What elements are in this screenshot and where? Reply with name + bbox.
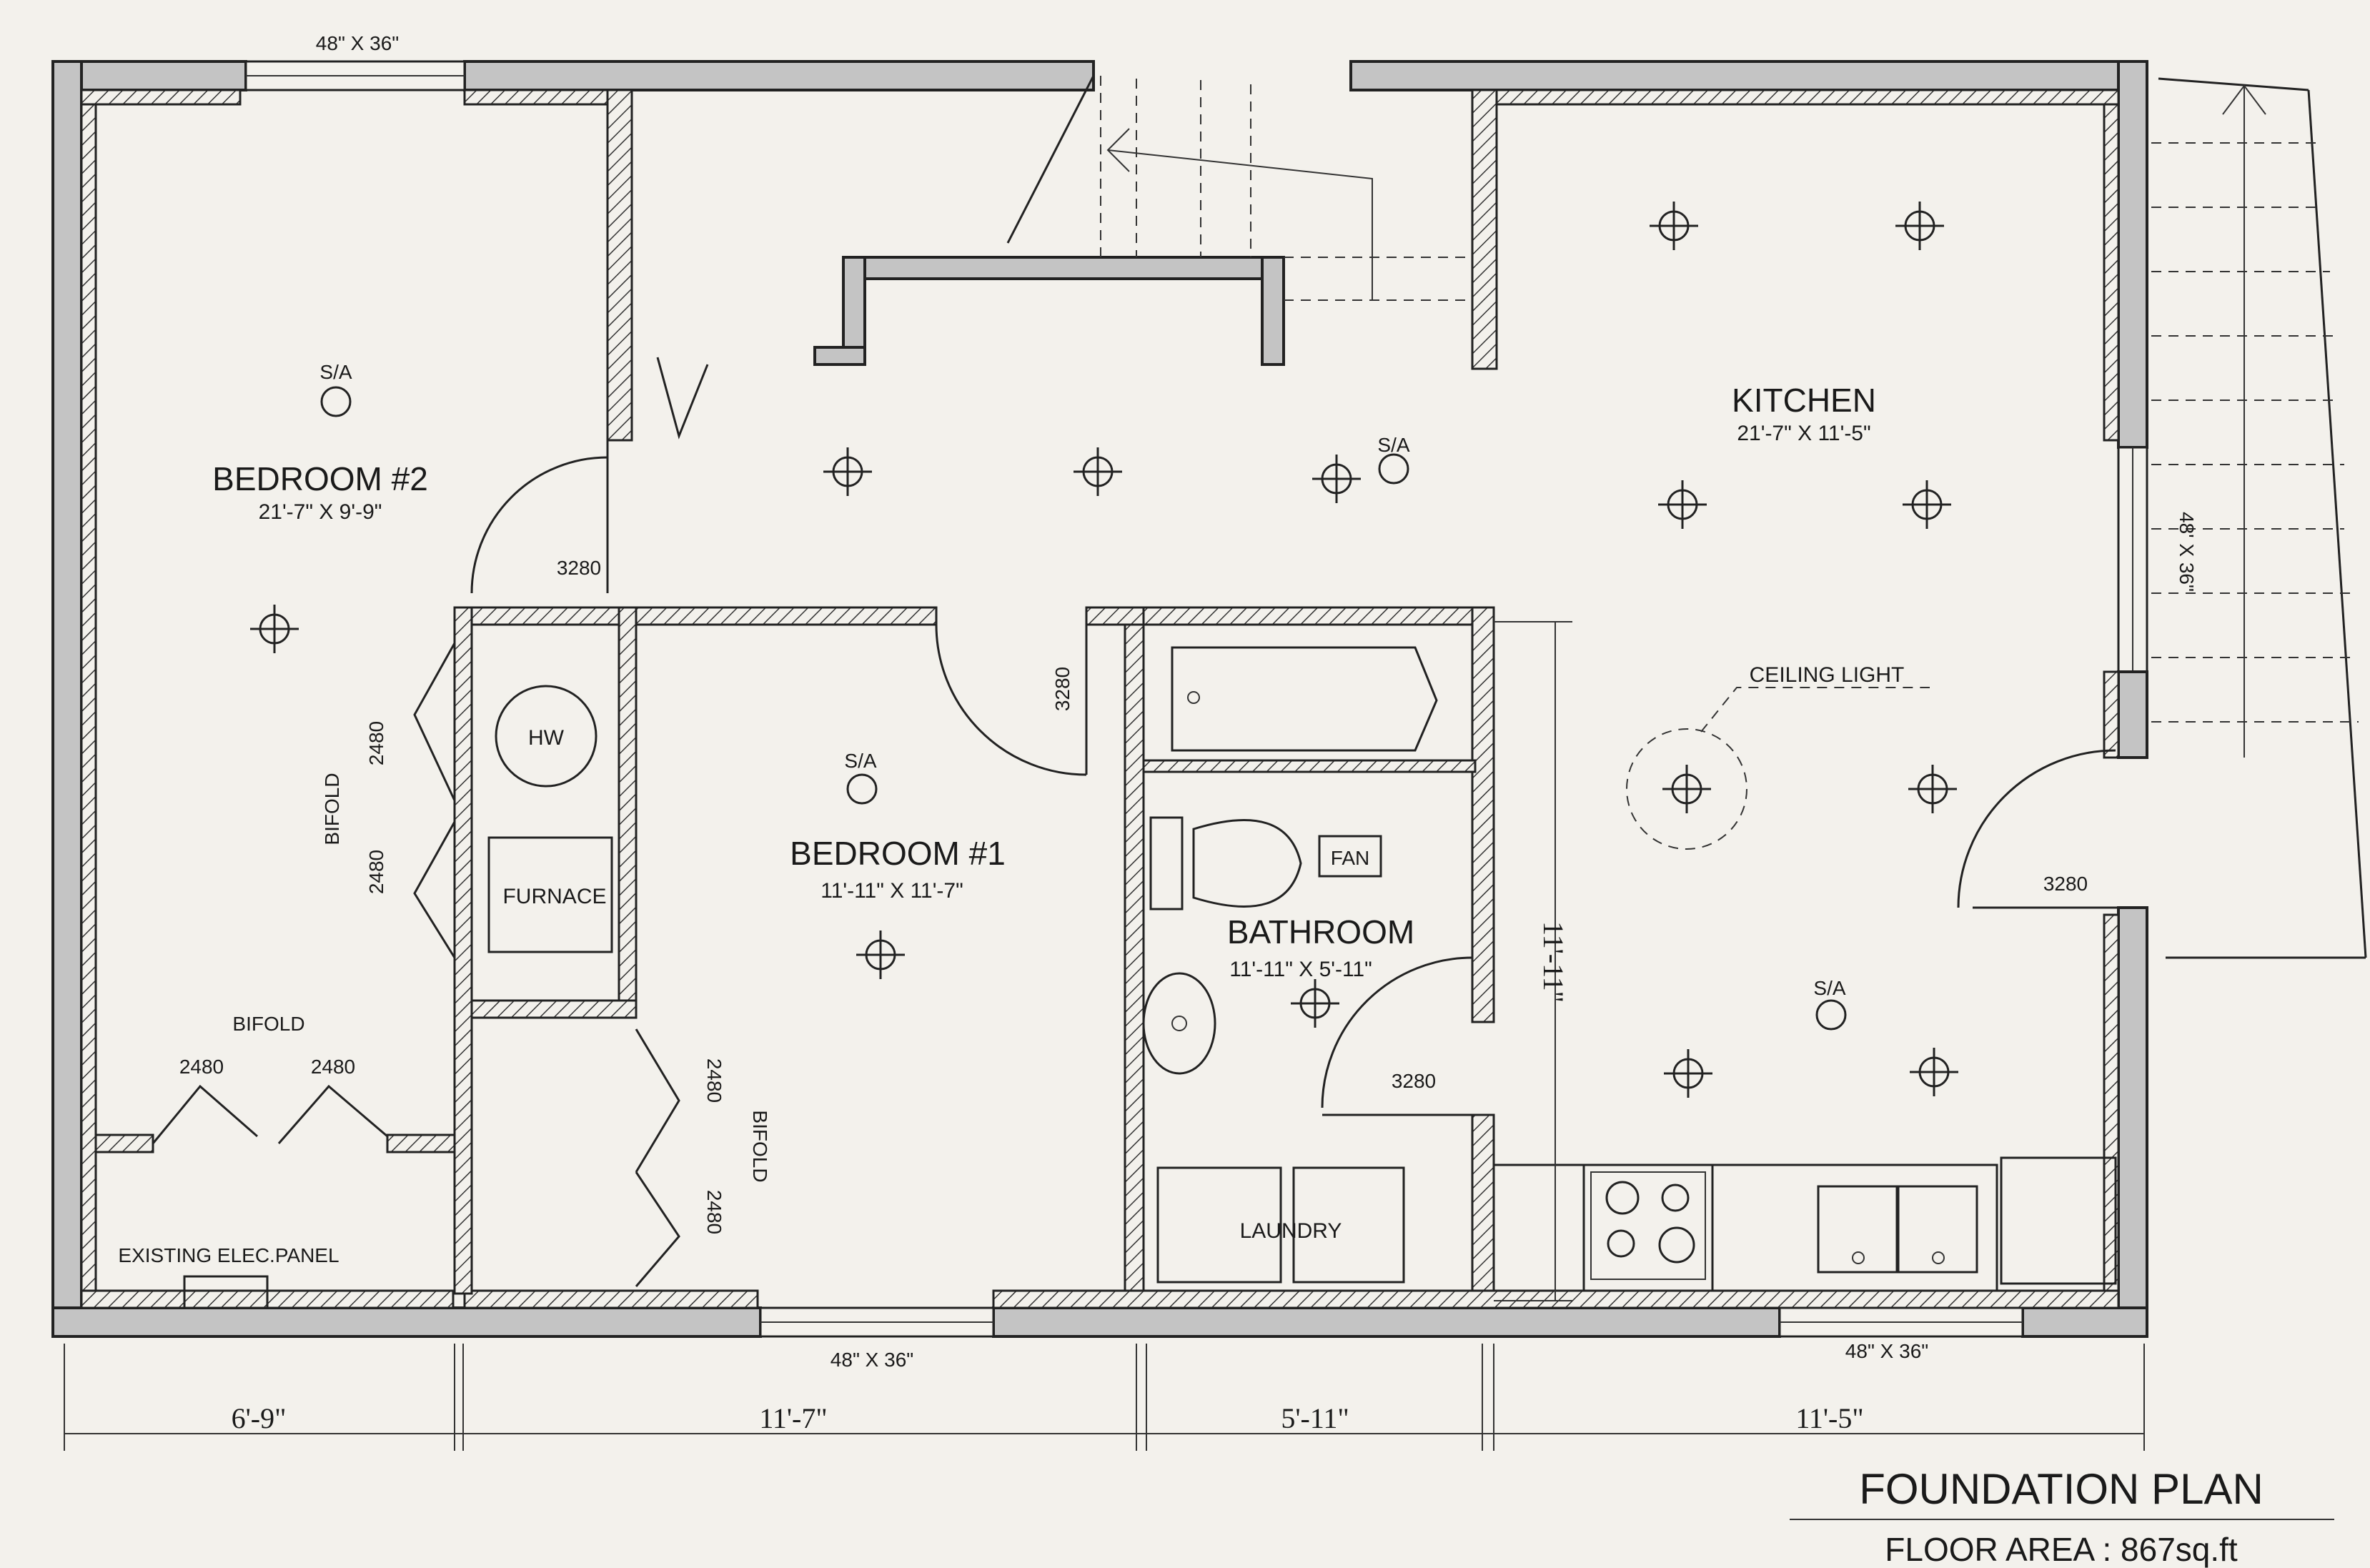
window-size-label: 48" X 36" — [316, 32, 399, 54]
bathroom-size: 11'-11" X 5'-11" — [1229, 958, 1372, 981]
bifold-label: BIFOLD — [749, 1110, 771, 1182]
plan-title: FOUNDATION PLAN — [1859, 1465, 2264, 1513]
bedroom1-name: BEDROOM #1 — [790, 835, 1006, 872]
stairs — [1006, 75, 2367, 959]
door-size-label: 3280 — [1051, 667, 1074, 711]
sa-label: S/A — [1813, 977, 1845, 999]
door-size-label: 3280 — [557, 557, 601, 579]
bifold-size-label: 2480 — [179, 1056, 224, 1078]
labels: BEDROOM #2 21'-7" X 9'-9" BEDROOM #1 11'… — [118, 32, 2263, 1568]
bedroom1-size: 11'-11" X 11'-7" — [820, 879, 963, 903]
windows — [244, 60, 2148, 1338]
bifold-size-label: 2480 — [703, 1058, 725, 1103]
furnace-label: FURNACE — [502, 885, 606, 908]
interior-walls — [94, 89, 1498, 1295]
bifold-size-label: 2480 — [703, 1190, 725, 1234]
bathroom-name: BATHROOM — [1227, 913, 1414, 951]
bifold-label: BIFOLD — [232, 1013, 304, 1035]
sa-label: S/A — [319, 361, 352, 383]
door-swings — [470, 357, 2118, 1116]
bifold-label: BIFOLD — [321, 773, 343, 845]
dimension-label: 6'-9" — [232, 1402, 287, 1434]
lights — [250, 202, 1958, 1098]
fan-label: FAN — [1331, 847, 1369, 869]
dimension-label: 5'-11" — [1281, 1402, 1349, 1434]
fixtures — [183, 646, 2117, 1309]
bifold-size-label: 2480 — [365, 721, 387, 765]
exterior-walls — [51, 60, 2148, 1338]
bifold-doors — [152, 642, 680, 1287]
door-size-label: 3280 — [2043, 873, 2088, 895]
laundry-label: LAUNDRY — [1240, 1219, 1342, 1243]
window-size-label: 48" X 36" — [1845, 1340, 1928, 1362]
door-size-label: 3280 — [1392, 1070, 1436, 1092]
kitchen-name: KITCHEN — [1732, 382, 1876, 419]
ceiling-light-label: CEILING LIGHT — [1750, 663, 1905, 687]
dimension-label: 11'-5" — [1795, 1402, 1863, 1434]
elec-panel-label: EXISTING ELEC.PANEL — [118, 1244, 339, 1266]
bedroom2-name: BEDROOM #2 — [212, 460, 428, 497]
sa-label: S/A — [1377, 434, 1409, 456]
bedroom2-size: 21'-7" X 9'-9" — [259, 500, 382, 524]
sa-label: S/A — [844, 750, 876, 772]
dimension-lines — [64, 621, 2334, 1520]
dimension-label: 11'-7" — [759, 1402, 827, 1434]
bifold-size-label: 2480 — [311, 1056, 355, 1078]
dimension-label: 11'-11" — [1537, 921, 1570, 1003]
window-size-label: 48" X 36" — [831, 1349, 913, 1371]
kitchen-size: 21'-7" X 11'-5" — [1737, 422, 1870, 445]
floor-area: FLOOR AREA : 867sq.ft — [1885, 1531, 2238, 1568]
bifold-size-label: 2480 — [365, 850, 387, 894]
hw-label: HW — [528, 726, 565, 750]
window-size-label: 48' X 36" — [2176, 512, 2198, 592]
